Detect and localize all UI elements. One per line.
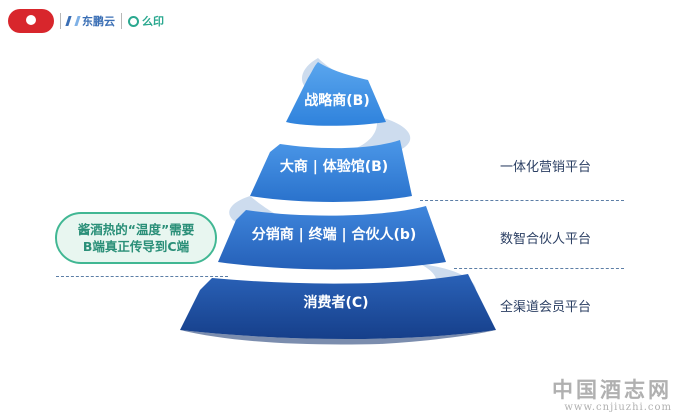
callout-line-2: B端真正传导到C端 bbox=[82, 239, 190, 254]
tier-label-4: 消费者(C) bbox=[303, 295, 369, 311]
divider-line-2 bbox=[454, 268, 624, 269]
watermark-url: www.cnjiuzhi.com bbox=[564, 402, 672, 413]
tier-label-2: 大商 | 体验馆(B) bbox=[279, 159, 389, 175]
brand-name-2: 东鹏云 bbox=[82, 15, 115, 28]
tier-label-1: 战略商(B) bbox=[304, 93, 370, 109]
divider-line-1 bbox=[420, 200, 624, 201]
platform-label-2: 数智合伙人平台 bbox=[500, 232, 592, 247]
header-logos: 东鹏云 么印 bbox=[8, 8, 164, 34]
watermark: 中国酒志网 www.cnjiuzhi.com bbox=[552, 377, 672, 414]
tier-shape-2 bbox=[250, 140, 412, 202]
callout-line-1: 酱酒热的“温度”需要 bbox=[77, 222, 195, 237]
logo-divider-2 bbox=[121, 13, 122, 29]
brand-name-3: 么印 bbox=[142, 15, 164, 28]
callout-bubble: 酱酒热的“温度”需要 B端真正传导到C端 bbox=[55, 212, 217, 264]
watermark-title: 中国酒志网 bbox=[552, 377, 672, 402]
brand-circle-icon bbox=[128, 15, 139, 27]
tier-shape-1 bbox=[286, 62, 386, 126]
brand-seal-logo bbox=[8, 9, 54, 33]
tier-shape-3 bbox=[218, 206, 446, 270]
divider-line-left bbox=[56, 276, 228, 277]
platform-label-3: 全渠道会员平台 bbox=[500, 300, 592, 315]
tier-base-shadow bbox=[180, 330, 496, 345]
tier-label-3: 分销商 | 终端 | 合伙人(b) bbox=[251, 227, 417, 243]
brand-logo-3: 么印 bbox=[128, 13, 164, 29]
brand-logo-2: 东鹏云 bbox=[65, 13, 115, 29]
logo-divider bbox=[60, 13, 61, 29]
tier-shape-4 bbox=[180, 274, 496, 339]
platform-label-1: 一体化营销平台 bbox=[500, 160, 592, 175]
